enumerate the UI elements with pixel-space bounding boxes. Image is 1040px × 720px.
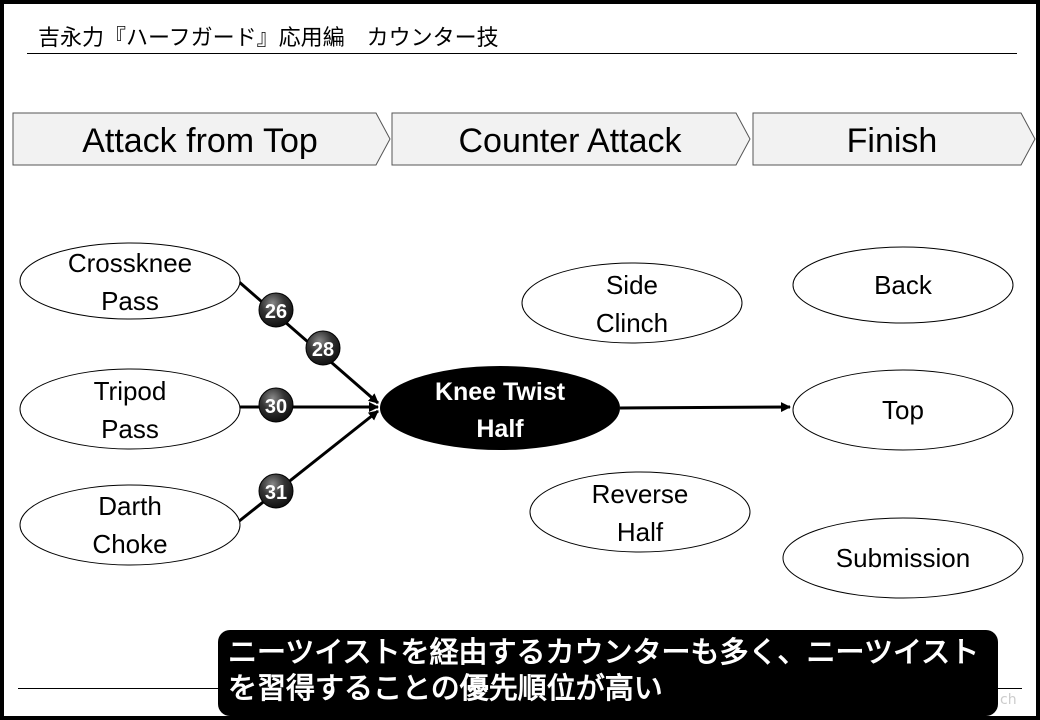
badge-31: 31 [258,473,294,509]
node-reverse-half: Reverse Half [529,471,751,553]
stage-chevron-finish: Finish [752,112,1036,166]
svg-text:Back: Back [874,270,933,300]
svg-text:26: 26 [265,301,287,323]
callout-line-2: を習得することの優先順位が高い [228,671,663,705]
badge-28: 28 [305,330,341,366]
svg-text:Reverse: Reverse [592,479,689,509]
callout-box: ニーツイストを経由するカウンターも多く、ニーツイスト を習得することの優先順位が… [218,630,998,716]
stage-chevron-counter: Counter Attack [391,112,751,166]
svg-text:31: 31 [265,482,287,504]
stage-label: Finish [847,122,938,160]
stage-label: Attack from Top [82,122,318,160]
svg-text:Side: Side [606,270,658,300]
connector-darth [237,409,379,524]
svg-text:Half: Half [617,517,664,547]
stage-chevron-attack: Attack from Top [12,112,391,166]
svg-text:Clinch: Clinch [596,308,668,338]
svg-text:Pass: Pass [101,414,159,444]
svg-text:30: 30 [265,396,287,418]
node-back: Back [792,246,1014,324]
svg-text:Pass: Pass [101,286,159,316]
svg-text:Darth: Darth [98,491,162,521]
node-tripod-pass: Tripod Pass [19,368,241,450]
node-submission: Submission [782,517,1024,599]
slide-title: 吉永力『ハーフガード』応用編 カウンター技 [38,26,499,51]
node-darth-choke: Darth Choke [19,484,241,566]
svg-text:Half: Half [476,415,524,443]
node-top: Top [792,369,1014,451]
node-side-clinch: Side Clinch [521,262,743,344]
svg-text:Choke: Choke [92,529,167,559]
svg-text:Submission: Submission [836,543,970,573]
node-knee-twist-half: Knee Twist Half [380,366,620,450]
stage-label: Counter Attack [458,122,682,160]
callout-line-1: ニーツイストを経由するカウンターも多く、ニーツイスト [228,635,980,669]
svg-text:28: 28 [312,339,334,361]
title-divider [27,53,1017,54]
badge-26: 26 [258,292,294,328]
badge-30: 30 [258,387,294,423]
node-crossknee-pass: Crossknee Pass [19,242,241,320]
svg-text:Top: Top [882,395,924,425]
svg-text:Crossknee: Crossknee [68,248,192,278]
svg-text:Knee Twist: Knee Twist [435,378,566,406]
footer-text: ch [1000,692,1017,708]
svg-text:Tripod: Tripod [94,376,167,406]
connector-to-top [619,402,791,413]
